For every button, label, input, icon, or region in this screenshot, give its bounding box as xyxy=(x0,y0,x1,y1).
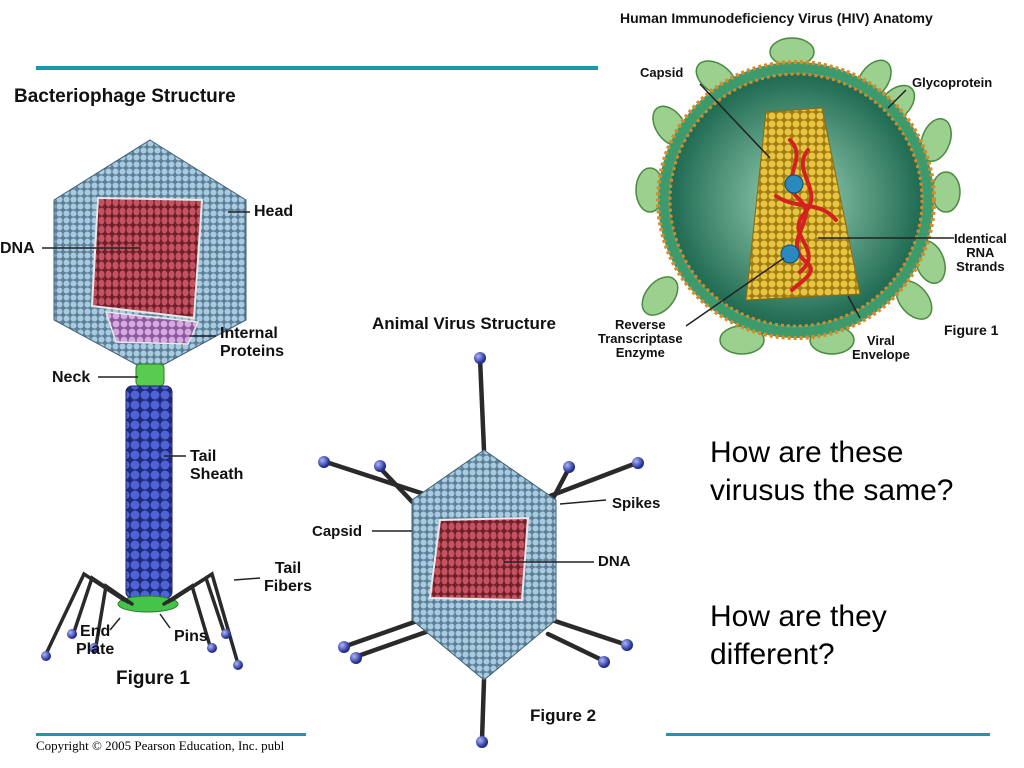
phage-label-end-plate: End Plate xyxy=(76,623,114,659)
phage-label-tail-fibers: Tail Fibers xyxy=(264,560,312,596)
hiv-label-capsid: Capsid xyxy=(640,65,684,80)
animal-label-capsid: Capsid xyxy=(312,523,363,540)
hiv-label-env-line2: Envelope xyxy=(852,347,910,362)
phage-label-internal-line1: Internal xyxy=(220,325,278,342)
bacteriophage-drawing xyxy=(41,139,261,670)
hiv-title: Human Immunodeficiency Virus (HIV) Anato… xyxy=(620,10,933,26)
question-same: How are these virusus the same? xyxy=(710,434,953,510)
hiv-label-rt-line2: Transcriptase xyxy=(598,331,683,346)
question-same-line2: virusus the same? xyxy=(710,474,954,507)
phage-label-tail-line1: Tail xyxy=(190,448,217,465)
phage-label-tail-line2: Sheath xyxy=(190,466,244,483)
hiv-label-rna-line2: RNA xyxy=(966,245,995,260)
phage-label-internal-proteins: Internal Proteins xyxy=(220,325,284,361)
question-different: How are they different? xyxy=(710,598,887,674)
phage-title: Bacteriophage Structure xyxy=(14,86,236,107)
question-different-line2: different? xyxy=(710,638,835,671)
bottom-rule-left xyxy=(36,733,306,736)
question-same-line1: How are these xyxy=(710,436,904,469)
top-rule xyxy=(36,66,598,70)
question-different-line1: How are they xyxy=(710,600,887,633)
animal-label-spikes: Spikes xyxy=(612,495,661,512)
phage-label-fibers-line2: Fibers xyxy=(264,578,313,595)
hiv-label-rna-line1: Identical xyxy=(954,231,1007,246)
hiv-drawing xyxy=(635,37,961,355)
phage-label-end-line1: End xyxy=(80,623,111,640)
phage-label-internal-line2: Proteins xyxy=(220,343,285,360)
hiv-label-rna-line3: Strands xyxy=(956,259,1005,274)
animal-figure-caption: Figure 2 xyxy=(530,706,597,725)
hiv-label-rna-strands: Identical RNA Strands xyxy=(954,232,1007,274)
phage-figure-caption: Figure 1 xyxy=(116,668,190,689)
hiv-label-viral-envelope: Viral Envelope xyxy=(852,334,910,362)
phage-label-end-line2: Plate xyxy=(76,641,115,658)
animal-virus-title: Animal Virus Structure xyxy=(372,314,556,333)
hiv-figure-caption: Figure 1 xyxy=(944,322,999,338)
phage-label-head: Head xyxy=(254,203,294,220)
hiv-label-env-line1: Viral xyxy=(866,333,895,348)
hiv-label-glycoprotein: Glycoprotein xyxy=(912,75,993,90)
bottom-rule-right xyxy=(666,733,990,736)
animal-label-dna: DNA xyxy=(598,553,631,570)
phage-label-pins: Pins xyxy=(174,628,208,645)
hiv-label-rt-line1: Reverse xyxy=(614,317,666,332)
hiv-label-reverse-transcriptase: Reverse Transcriptase Enzyme xyxy=(598,318,683,360)
phage-label-dna: DNA xyxy=(0,240,35,257)
hiv-label-rt-line3: Enzyme xyxy=(615,345,665,360)
copyright-notice: Copyright © 2005 Pearson Education, Inc.… xyxy=(36,738,285,753)
animal-virus-drawing xyxy=(318,352,644,748)
phage-label-fibers-line1: Tail xyxy=(274,560,302,577)
phage-label-neck: Neck xyxy=(52,369,91,386)
phage-label-tail-sheath: Tail Sheath xyxy=(190,448,243,484)
